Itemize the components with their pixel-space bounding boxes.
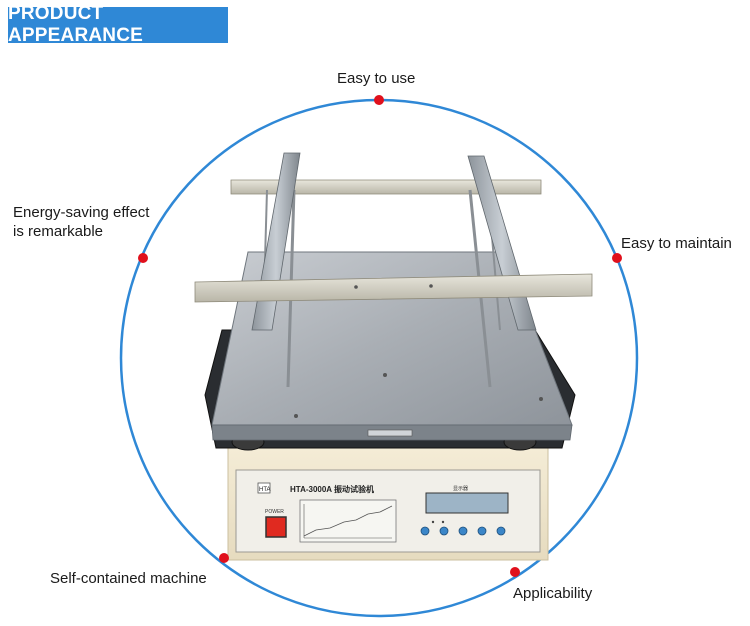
section-title: PRODUCT APPEARANCE xyxy=(8,3,144,46)
lcd-display xyxy=(425,492,509,514)
fixture-assembly xyxy=(194,152,593,388)
display-label: 显示器 xyxy=(453,486,468,492)
feature-label-easy-to-maintain: Easy to maintain xyxy=(621,235,732,252)
machine-base: HTA HTA-3000A 振动试验机 POWER 显示器 xyxy=(227,447,549,561)
control-button-3[interactable] xyxy=(458,526,468,536)
control-button-1[interactable] xyxy=(420,526,430,536)
machine-model-label: HTA-3000A 振动试验机 xyxy=(290,484,374,494)
control-button-5[interactable] xyxy=(496,526,506,536)
feature-dot-easy-to-maintain xyxy=(612,253,622,263)
control-button-2[interactable] xyxy=(439,526,449,536)
feature-dot-self-contained xyxy=(219,553,229,563)
feature-label-applicability: Applicability xyxy=(513,585,593,602)
power-label: POWER xyxy=(265,509,284,515)
control-button-4[interactable] xyxy=(477,526,487,536)
feature-label-energy-saving: Energy-saving effect is remarkable xyxy=(13,204,150,240)
machine-brand: HTA xyxy=(259,487,271,493)
feature-dot-applicability xyxy=(510,567,520,577)
feature-label-self-contained: Self-contained machine xyxy=(50,570,207,587)
feature-dot-easy-to-use xyxy=(374,95,384,105)
feature-label-easy-to-use: Easy to use xyxy=(337,70,416,87)
feature-dot-energy-saving xyxy=(138,253,148,263)
power-switch[interactable] xyxy=(265,516,287,538)
section-title-banner: PRODUCT APPEARANCE xyxy=(8,3,228,46)
